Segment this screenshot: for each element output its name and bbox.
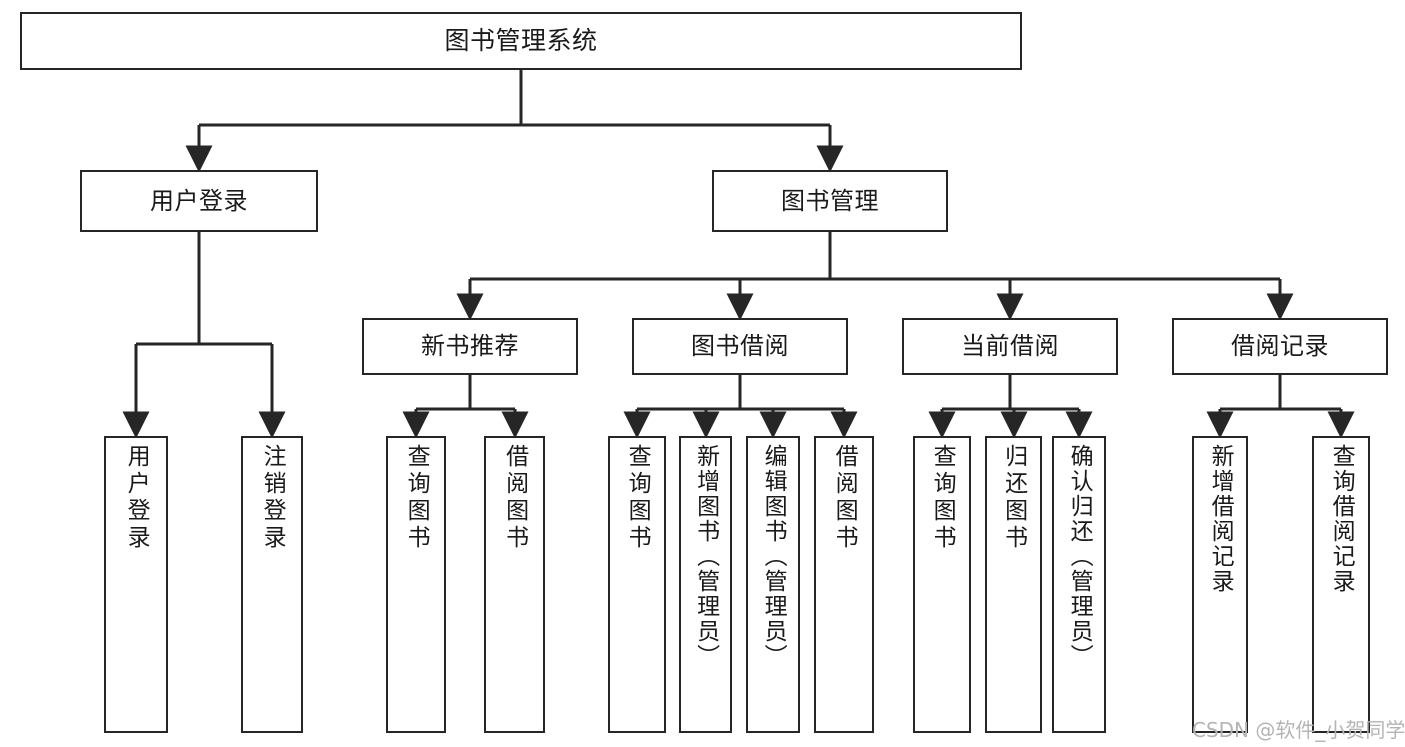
leaf-return-book-label: 归还图书	[1000, 444, 1027, 552]
node-user-login[interactable]: 用户登录	[80, 170, 318, 232]
watermark: CSDN @软件_小贺同学	[1192, 718, 1405, 742]
leaf-query-book-borrow[interactable]: 查询图书	[608, 436, 666, 733]
leaf-add-book-admin[interactable]: 新增图书（管理员）	[679, 436, 732, 733]
node-borrow-record-label: 借阅记录	[1231, 332, 1329, 361]
leaf-user-login[interactable]: 用户登录	[104, 436, 168, 733]
leaf-query-book-current[interactable]: 查询图书	[913, 436, 971, 733]
leaf-query-book-borrow-label: 查询图书	[624, 444, 651, 552]
node-current-borrow-label: 当前借阅	[961, 332, 1059, 361]
leaf-query-borrow-record-label: 查询借阅记录	[1328, 444, 1355, 594]
node-book-borrow-label: 图书借阅	[691, 332, 789, 361]
leaf-edit-book-admin-label: 编辑图书（管理员）	[760, 444, 787, 669]
leaf-borrow-book-recommend[interactable]: 借阅图书	[484, 436, 545, 733]
leaf-query-book-recommend-label: 查询图书	[403, 444, 430, 552]
leaf-confirm-return-admin-label: 确认归还（管理员）	[1066, 444, 1093, 669]
node-book-management[interactable]: 图书管理	[712, 170, 948, 232]
leaf-borrow-book-recommend-label: 借阅图书	[501, 444, 528, 552]
leaf-query-book-current-label: 查询图书	[929, 444, 956, 552]
leaf-query-borrow-record[interactable]: 查询借阅记录	[1312, 436, 1370, 733]
node-book-management-label: 图书管理	[781, 186, 879, 215]
leaf-return-book[interactable]: 归还图书	[985, 436, 1042, 733]
leaf-borrow-book[interactable]: 借阅图书	[814, 436, 874, 733]
node-user-login-label: 用户登录	[150, 186, 248, 215]
node-root-label: 图书管理系统	[444, 26, 598, 56]
leaf-edit-book-admin[interactable]: 编辑图书（管理员）	[746, 436, 800, 733]
leaf-query-book-recommend[interactable]: 查询图书	[386, 436, 446, 733]
node-new-book-recommend-label: 新书推荐	[421, 332, 519, 361]
node-new-book-recommend[interactable]: 新书推荐	[362, 318, 578, 375]
leaf-user-login-label: 用户登录	[123, 444, 150, 552]
node-book-borrow[interactable]: 图书借阅	[632, 318, 848, 375]
leaf-add-book-admin-label: 新增图书（管理员）	[692, 444, 719, 669]
leaf-user-logout[interactable]: 注销登录	[241, 436, 303, 733]
node-root[interactable]: 图书管理系统	[20, 12, 1022, 70]
node-current-borrow[interactable]: 当前借阅	[902, 318, 1118, 375]
leaf-user-logout-label: 注销登录	[259, 444, 286, 552]
leaf-add-borrow-record[interactable]: 新增借阅记录	[1192, 436, 1248, 733]
leaf-confirm-return-admin[interactable]: 确认归还（管理员）	[1052, 436, 1106, 733]
node-borrow-record[interactable]: 借阅记录	[1172, 318, 1388, 375]
leaf-borrow-book-label: 借阅图书	[831, 444, 858, 552]
leaf-add-borrow-record-label: 新增借阅记录	[1207, 444, 1234, 594]
